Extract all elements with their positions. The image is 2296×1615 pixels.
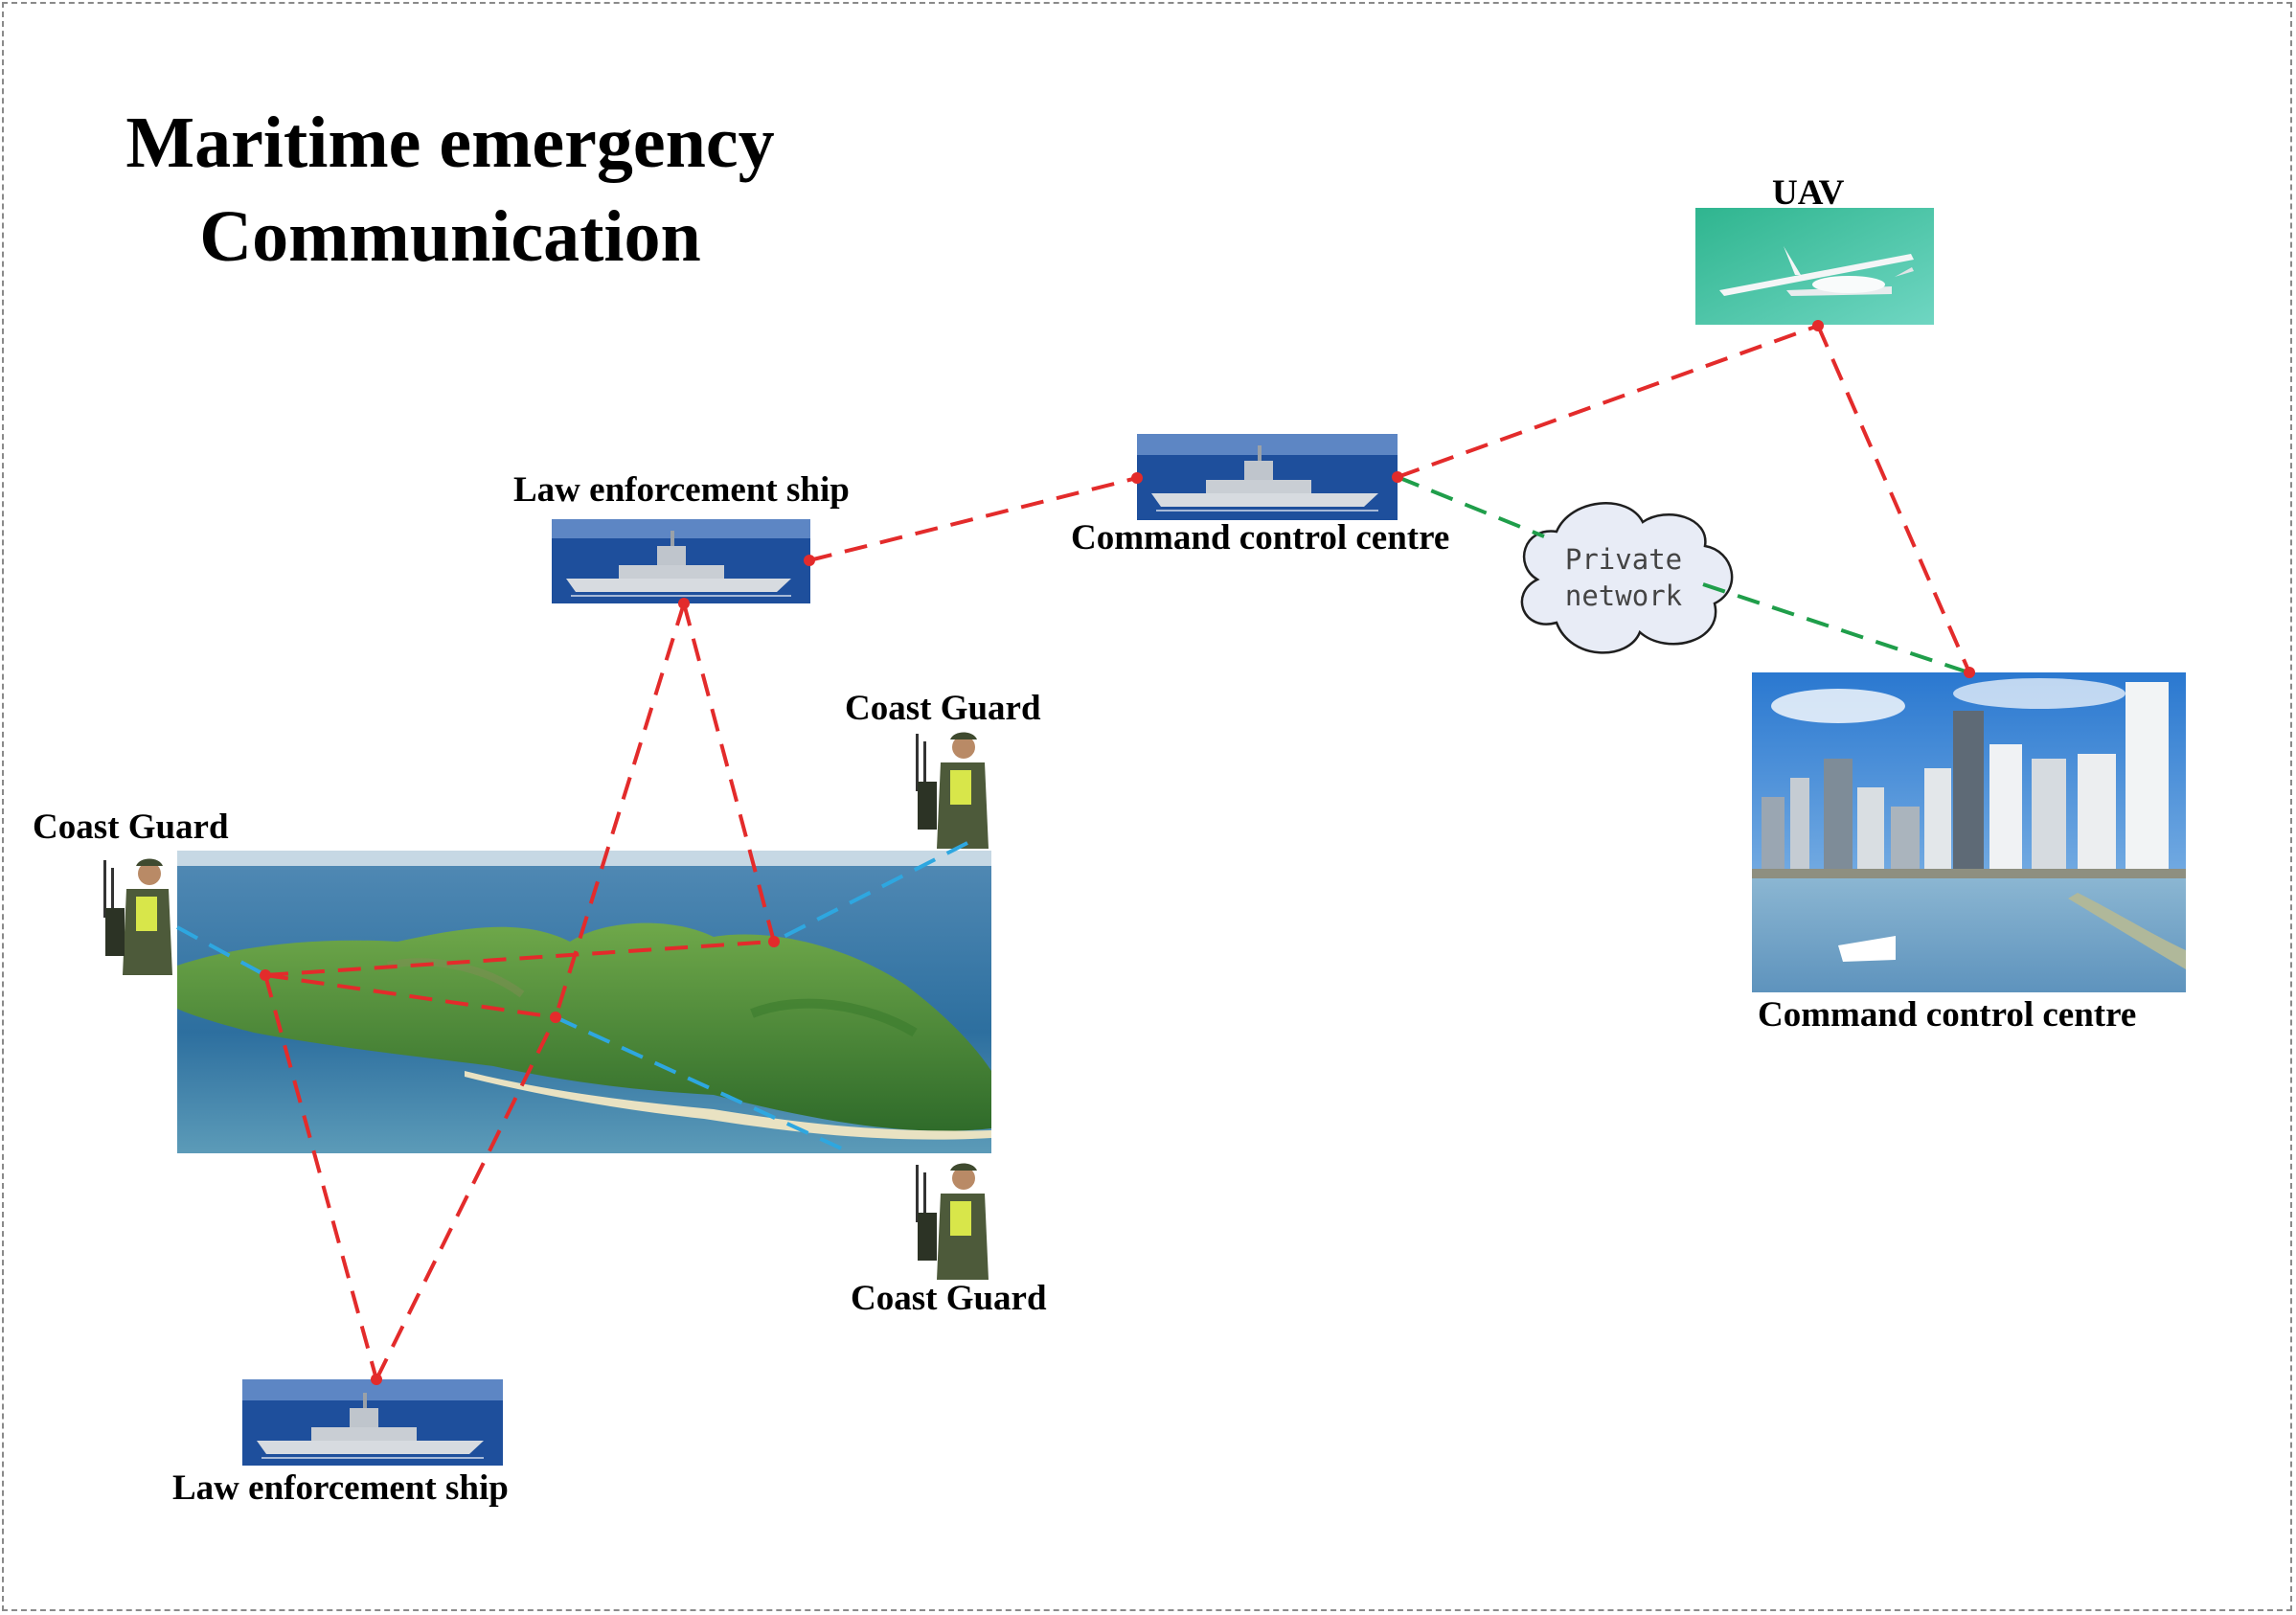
link-ship-bottom-to-center — [375, 1016, 557, 1380]
diagram-title: Maritime emergency Communication — [57, 96, 843, 284]
link-guard-left-point-to-ship-bottom — [263, 974, 378, 1380]
command-city-image — [1752, 672, 2186, 992]
link-guard-left-point-to-guard-right-point — [264, 940, 775, 977]
label-uav: UAV — [1772, 173, 1845, 213]
endpoint-uav — [1812, 320, 1824, 331]
island-image — [177, 851, 991, 1153]
endpoint-command-ship-left — [1131, 472, 1143, 484]
ship-top-image — [552, 519, 810, 603]
link-uav-to-command-city — [1816, 325, 1971, 673]
endpoint-center — [550, 1012, 561, 1023]
link-ship-top-to-guard-right-point — [682, 603, 776, 943]
endpoint-command-city — [1964, 667, 1975, 678]
link-command-ship-to-cloud — [1397, 475, 1545, 538]
link-guard-left-to-island — [176, 925, 266, 977]
guard-left-image — [98, 851, 176, 975]
cloud-label-line-2: network — [1565, 580, 1683, 612]
guard-top-right-image — [910, 726, 992, 849]
endpoint-guard-right — [768, 936, 780, 947]
endpoint-guard-left — [260, 969, 271, 981]
command-ship-image — [1137, 434, 1398, 520]
label-guard-bottom-right: Coast Guard — [851, 1279, 1047, 1318]
title-line-2: Communication — [199, 196, 701, 277]
label-command-ship: Command control centre — [1071, 518, 1450, 557]
link-command-ship-to-uav — [1397, 324, 1819, 479]
link-guard-top-right-to-island — [773, 841, 968, 944]
link-cloud-to-command-city — [1702, 582, 1969, 674]
endpoint-ship-bottom — [371, 1374, 382, 1385]
link-ship-top-to-command-ship — [808, 476, 1138, 562]
cloud-label-line-1: Private — [1565, 543, 1682, 576]
ship-bottom-image — [242, 1379, 503, 1466]
label-ship-top: Law enforcement ship — [513, 470, 850, 510]
guard-bottom-right-image — [910, 1157, 992, 1280]
uav-image — [1695, 208, 1934, 325]
endpoint-ship-top-right — [804, 555, 815, 566]
link-island-blue-diagonal — [555, 1015, 849, 1153]
endpoint-command-ship-right — [1392, 471, 1403, 483]
private-network-cloud — [1520, 502, 1734, 654]
endpoint-ship-top-bottom — [678, 598, 690, 609]
label-command-city: Command control centre — [1758, 995, 2137, 1035]
title-line-1: Maritime emergency — [125, 102, 775, 183]
label-guard-left: Coast Guard — [33, 808, 229, 847]
label-guard-top-right: Coast Guard — [845, 689, 1041, 728]
link-guard-left-point-to-center — [264, 973, 557, 1019]
label-ship-bottom: Law enforcement ship — [172, 1468, 509, 1508]
